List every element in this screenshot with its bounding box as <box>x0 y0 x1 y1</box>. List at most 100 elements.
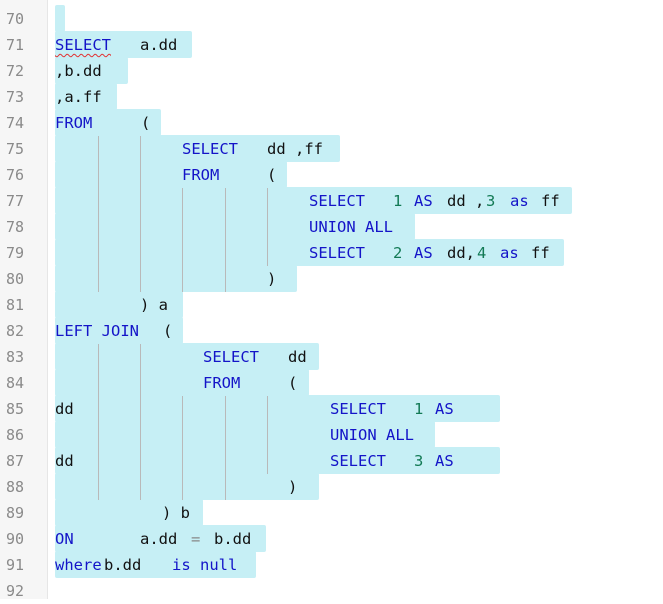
line-number-gutter <box>0 0 47 599</box>
sql-keyword[interactable]: ON <box>55 530 74 548</box>
line-number: 89 <box>6 504 25 522</box>
line-number: 71 <box>6 36 25 54</box>
sql-keyword[interactable]: where <box>55 556 102 574</box>
line-number: 73 <box>6 88 25 106</box>
indent-guide <box>225 396 226 500</box>
code-token[interactable]: ) a <box>140 296 168 314</box>
selection-highlight <box>55 395 500 422</box>
line-number: 81 <box>6 296 25 314</box>
selection-highlight <box>55 525 266 552</box>
code-token[interactable]: ff <box>541 192 560 210</box>
code-token[interactable]: ) b <box>162 504 190 522</box>
line-number: 80 <box>6 270 25 288</box>
selection-highlight <box>55 265 297 292</box>
indent-guide <box>98 344 99 500</box>
number-literal[interactable]: 3 <box>414 452 424 470</box>
number-literal[interactable]: 4 <box>477 244 487 262</box>
line-number: 83 <box>6 348 25 366</box>
sql-keyword[interactable]: as <box>510 192 529 210</box>
indent-guide <box>140 136 141 292</box>
selection-highlight <box>55 551 256 578</box>
sql-keyword[interactable]: FROM <box>182 166 220 184</box>
sql-keyword[interactable]: AS <box>414 244 433 262</box>
gutter-divider <box>47 0 48 599</box>
sql-keyword[interactable]: UNION ALL <box>330 426 414 444</box>
selection-highlight <box>55 343 319 370</box>
sql-keyword[interactable]: is null <box>172 556 238 574</box>
selection-highlight <box>55 239 564 266</box>
selection-highlight <box>55 369 309 396</box>
selection-highlight <box>55 5 65 32</box>
indent-guide <box>98 136 99 292</box>
line-number: 86 <box>6 426 25 444</box>
code-token[interactable]: ff <box>531 244 550 262</box>
sql-keyword[interactable]: FROM <box>55 114 93 132</box>
code-token[interactable]: dd , <box>447 192 485 210</box>
sql-keyword[interactable]: SELECT <box>309 244 365 262</box>
code-token[interactable]: ) <box>267 270 277 288</box>
line-number: 84 <box>6 374 25 392</box>
sql-keyword[interactable]: LEFT JOIN <box>55 322 139 340</box>
selection-highlight <box>55 109 161 136</box>
indent-guide <box>182 188 183 292</box>
selection-highlight <box>55 421 435 448</box>
line-number: 76 <box>6 166 25 184</box>
selection-highlight <box>55 83 117 110</box>
line-number: 72 <box>6 62 25 80</box>
line-number: 82 <box>6 322 25 340</box>
number-literal[interactable]: 1 <box>393 192 403 210</box>
sql-keyword[interactable]: FROM <box>203 374 241 392</box>
sql-keyword[interactable]: SELECT <box>330 400 386 418</box>
selection-highlight <box>55 291 183 318</box>
indent-guide <box>267 188 268 266</box>
indent-guide <box>182 396 183 500</box>
code-token[interactable]: ) <box>288 478 298 496</box>
selection-highlight <box>55 317 183 344</box>
number-literal[interactable]: 3 <box>486 192 496 210</box>
code-token[interactable]: b.dd <box>104 556 142 574</box>
code-token[interactable]: = <box>191 530 201 548</box>
selection-highlight <box>55 213 415 240</box>
line-number: 92 <box>6 582 25 600</box>
indent-guide <box>140 344 141 500</box>
number-literal[interactable]: 1 <box>414 400 424 418</box>
sql-keyword[interactable]: UNION ALL <box>309 218 393 236</box>
sql-keyword[interactable]: AS <box>435 452 454 470</box>
number-literal[interactable]: 2 <box>393 244 403 262</box>
code-token[interactable]: ,a.ff <box>55 88 102 106</box>
sql-keyword[interactable]: SELECT <box>203 348 259 366</box>
line-number: 91 <box>6 556 25 574</box>
sql-keyword[interactable]: as <box>500 244 519 262</box>
line-number: 74 <box>6 114 25 132</box>
code-token[interactable]: a.dd <box>140 530 178 548</box>
code-token[interactable]: dd <box>55 452 74 470</box>
selection-highlight <box>55 57 128 84</box>
code-token[interactable]: ( <box>141 114 151 132</box>
selection-highlight <box>55 31 192 58</box>
sql-keyword[interactable]: SELECT <box>182 140 238 158</box>
sql-keyword-error[interactable]: SELECT <box>55 36 111 54</box>
code-token[interactable]: dd <box>288 348 307 366</box>
selection-highlight <box>55 499 203 526</box>
line-number: 77 <box>6 192 25 210</box>
code-token[interactable]: b.dd <box>214 530 252 548</box>
line-number: 70 <box>6 10 25 28</box>
code-token[interactable]: dd ,ff <box>267 140 323 158</box>
sql-keyword[interactable]: AS <box>435 400 454 418</box>
sql-keyword[interactable]: SELECT <box>330 452 386 470</box>
code-token[interactable]: ( <box>267 166 277 184</box>
code-token[interactable]: dd, <box>447 244 475 262</box>
code-token[interactable]: dd <box>55 400 74 418</box>
code-token[interactable]: ,b.dd <box>55 62 102 80</box>
line-number: 88 <box>6 478 25 496</box>
code-token[interactable]: ( <box>163 322 173 340</box>
sql-keyword[interactable]: SELECT <box>309 192 365 210</box>
line-number: 85 <box>6 400 25 418</box>
code-token[interactable]: a.dd <box>140 36 178 54</box>
line-number: 75 <box>6 140 25 158</box>
selection-highlight <box>55 473 319 500</box>
line-number: 78 <box>6 218 25 236</box>
sql-keyword[interactable]: AS <box>414 192 433 210</box>
code-token[interactable]: ( <box>288 374 298 392</box>
indent-guide <box>267 396 268 474</box>
